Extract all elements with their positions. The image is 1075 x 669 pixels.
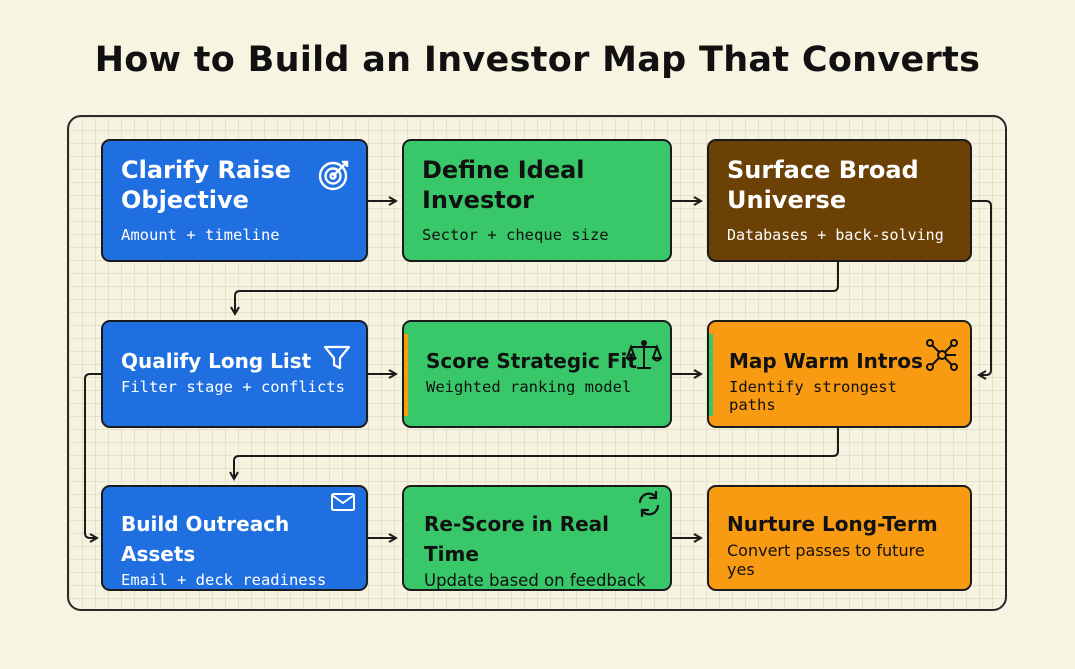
step-heading-line-2: Investor	[422, 186, 535, 214]
step-card-clarify-raise-objective: Clarify Raise Objective Amount + timelin…	[101, 139, 368, 262]
filter-icon	[323, 345, 351, 370]
step-card-qualify-long-list: Qualify Long List Filter stage + conflic…	[101, 320, 368, 428]
network-icon	[926, 339, 958, 371]
step-heading-line-2: Objective	[121, 186, 249, 214]
step-heading: Score Strategic Fit	[426, 349, 637, 373]
step-heading: Qualify Long List	[121, 349, 312, 373]
step-subtitle: Convert passes to future yes	[727, 541, 925, 579]
arrow-row1-to-row2	[235, 262, 839, 314]
refresh-icon	[638, 491, 660, 517]
step-subtitle: Identify strongest paths	[729, 378, 897, 414]
arrow-3-6	[972, 200, 992, 375]
step-subtitle: Filter stage + conflicts	[121, 378, 345, 396]
step-subtitle: Databases + back-solving	[727, 226, 944, 244]
arrow-4-7	[84, 373, 101, 538]
step-subtitle: Amount + timeline	[121, 226, 280, 244]
step-card-surface-broad-universe: Surface Broad Universe Databases + back-…	[707, 139, 972, 262]
step-heading-line-2: Universe	[727, 186, 847, 214]
step-card-map-warm-intros: Map Warm Intros Identify strongest paths	[707, 320, 972, 428]
step-card-define-ideal-investor: Define Ideal Investor Sector + cheque si…	[402, 139, 672, 262]
step-card-re-score-in-real-time: Re-Score in Real Time Update based on fe…	[402, 485, 672, 591]
step-heading: Nurture Long-Term	[727, 512, 938, 536]
step-card-score-strategic-fit: Score Strategic Fit Weighted ranking mod…	[402, 320, 672, 428]
step-card-nurture-long-term: Nurture Long-Term Convert passes to futu…	[707, 485, 972, 591]
target-icon	[318, 160, 349, 191]
step-card-build-outreach-assets: Build Outreach Assets Email + deck readi…	[101, 485, 368, 591]
accent-stripe	[404, 334, 408, 416]
step-heading: Build Outreach Assets	[121, 512, 290, 566]
step-heading: Map Warm Intros	[729, 349, 923, 373]
mail-icon	[331, 493, 355, 511]
step-subtitle: Update based on feedback	[424, 571, 646, 590]
step-heading-line-1: Define Ideal	[422, 156, 585, 184]
step-heading-line-1: Clarify Raise	[121, 156, 292, 184]
step-subtitle: Email + deck readiness	[121, 571, 327, 589]
scale-icon	[626, 340, 662, 369]
page-title: How to Build an Investor Map That Conver…	[94, 40, 981, 80]
step-subtitle: Weighted ranking model	[426, 378, 632, 396]
arrow-row2-to-row3	[234, 428, 839, 479]
step-heading: Re-Score in Real Time	[424, 512, 610, 566]
accent-stripe	[709, 334, 713, 416]
step-subtitle: Sector + cheque size	[422, 226, 609, 244]
step-heading-line-1: Surface Broad	[727, 156, 919, 184]
